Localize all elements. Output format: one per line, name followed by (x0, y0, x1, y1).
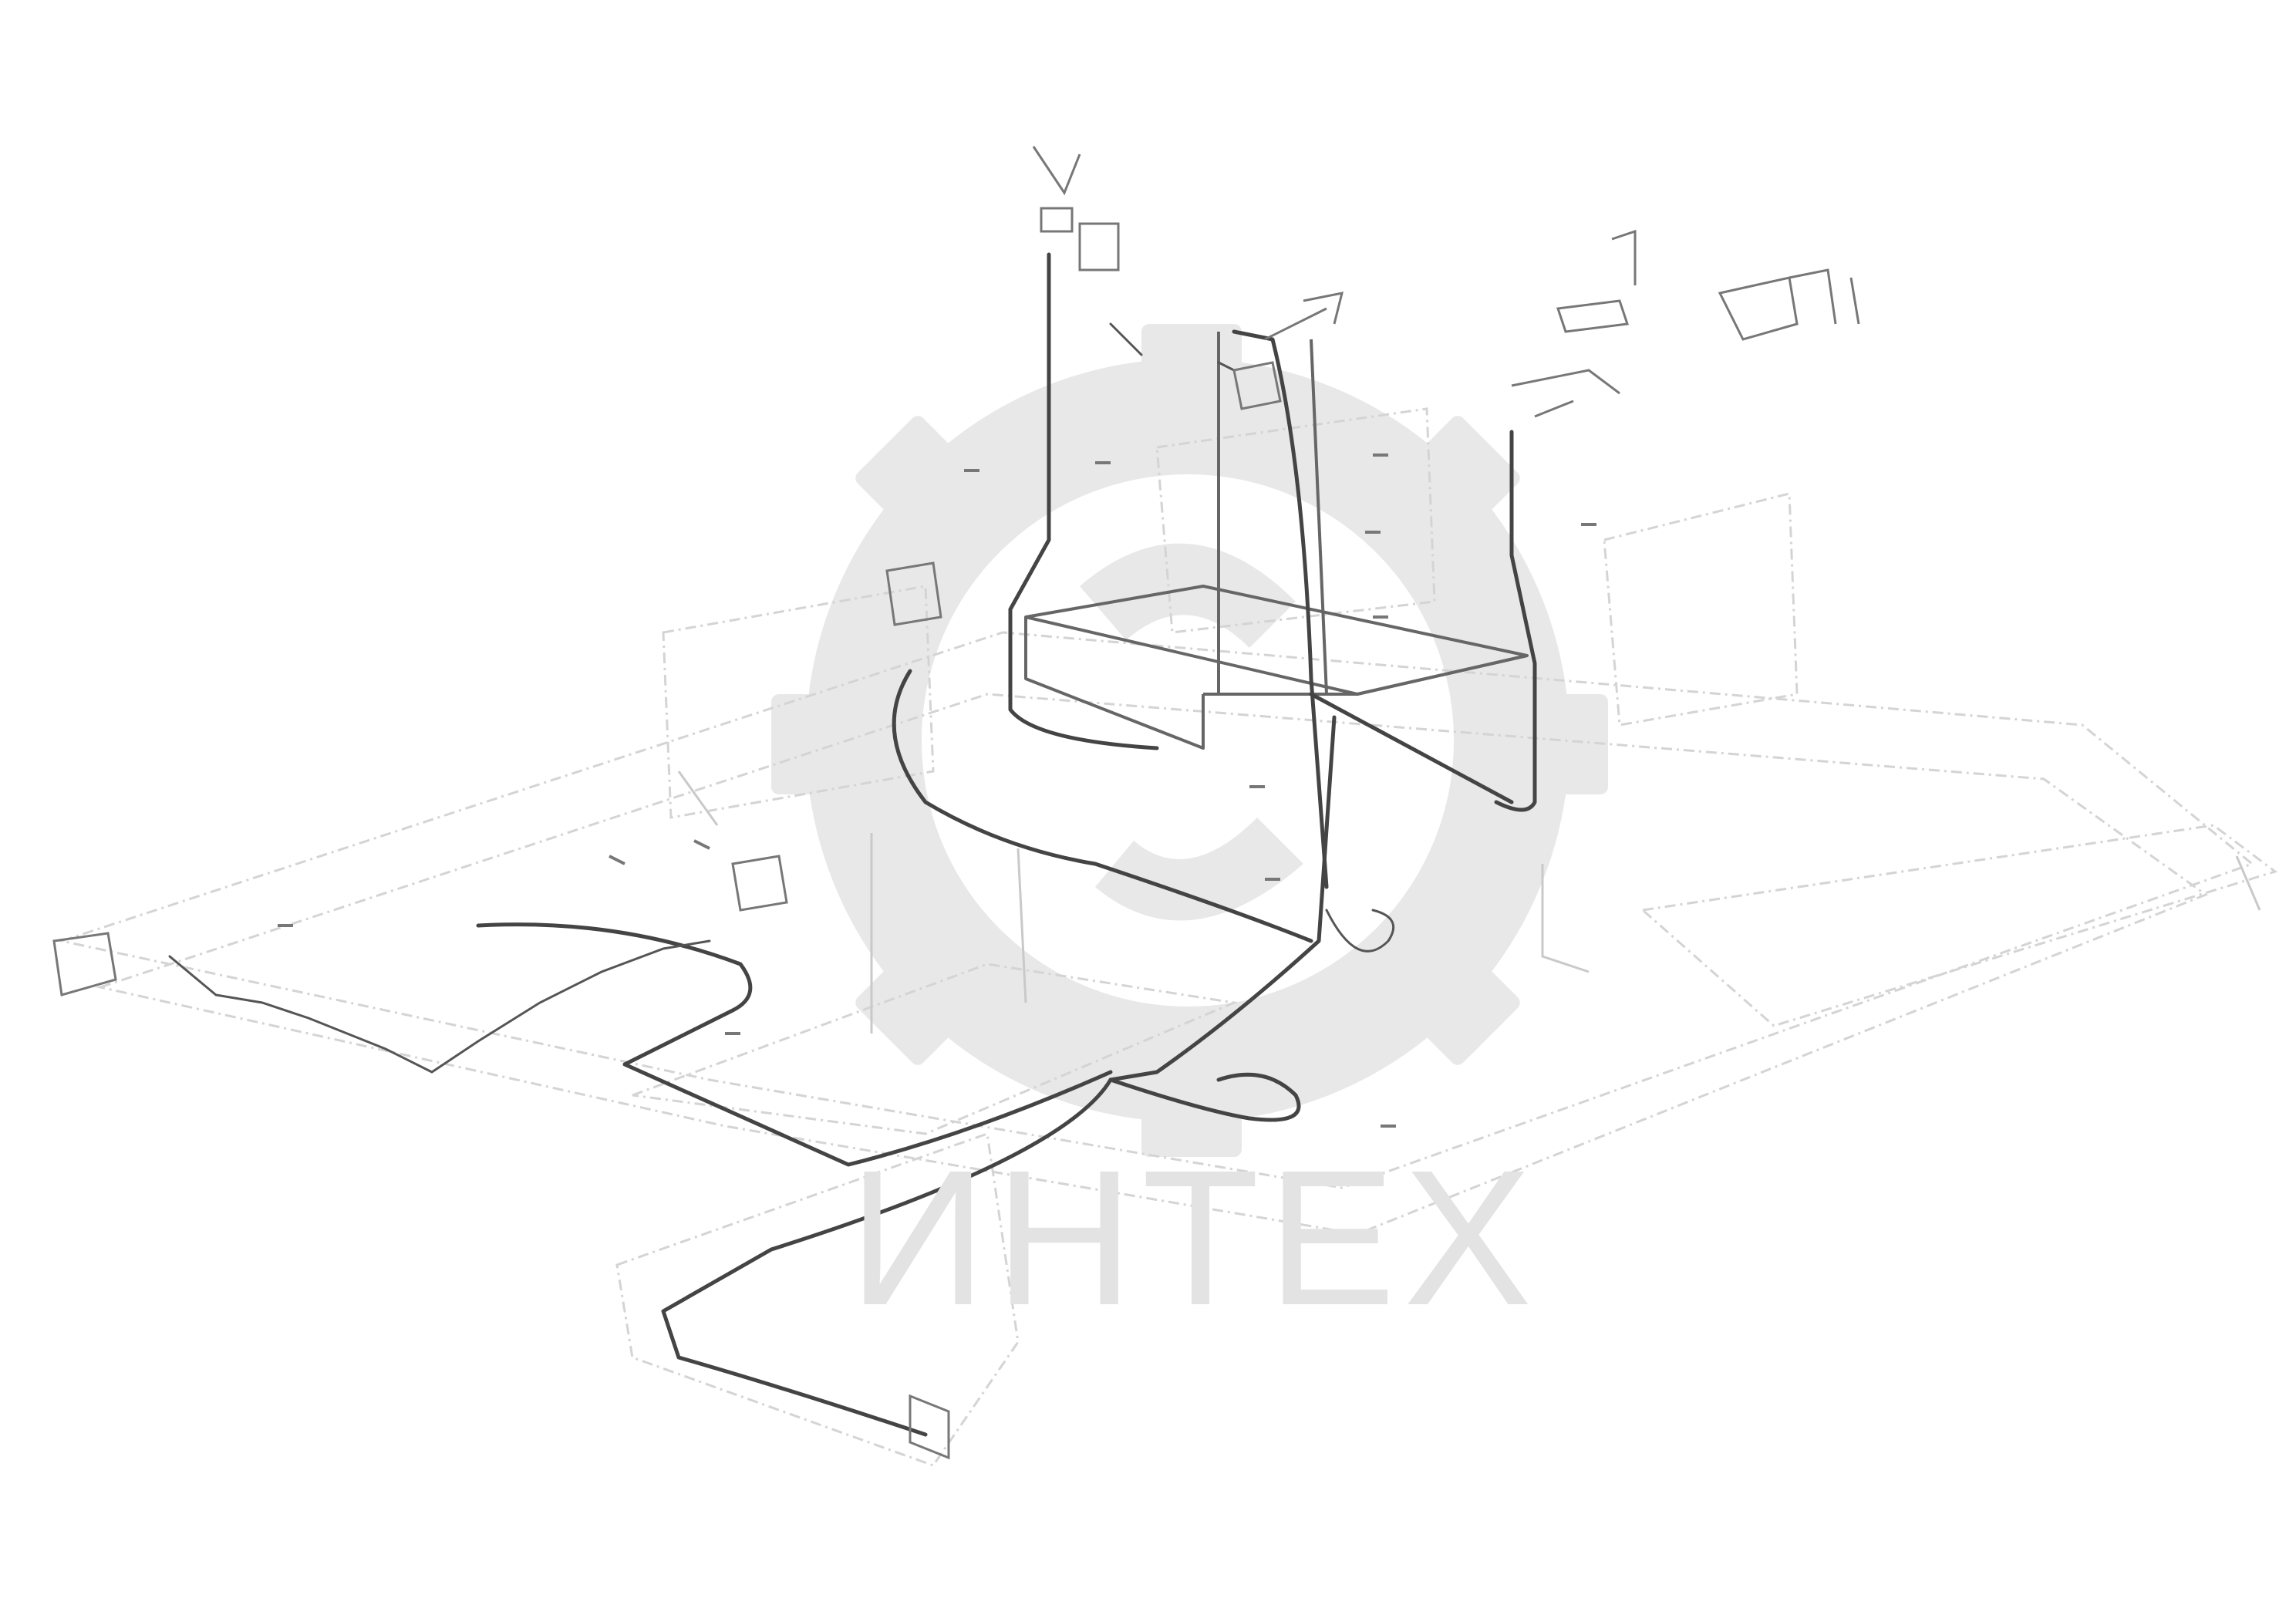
watermark-text: ИНТЕХ (848, 1130, 1540, 1345)
gear-logo-icon (771, 324, 1608, 1157)
hose-lines (168, 252, 1537, 1437)
frame-outline (57, 407, 2278, 1467)
hydraulic-tank (1024, 332, 1529, 750)
fittings (52, 146, 1860, 1460)
